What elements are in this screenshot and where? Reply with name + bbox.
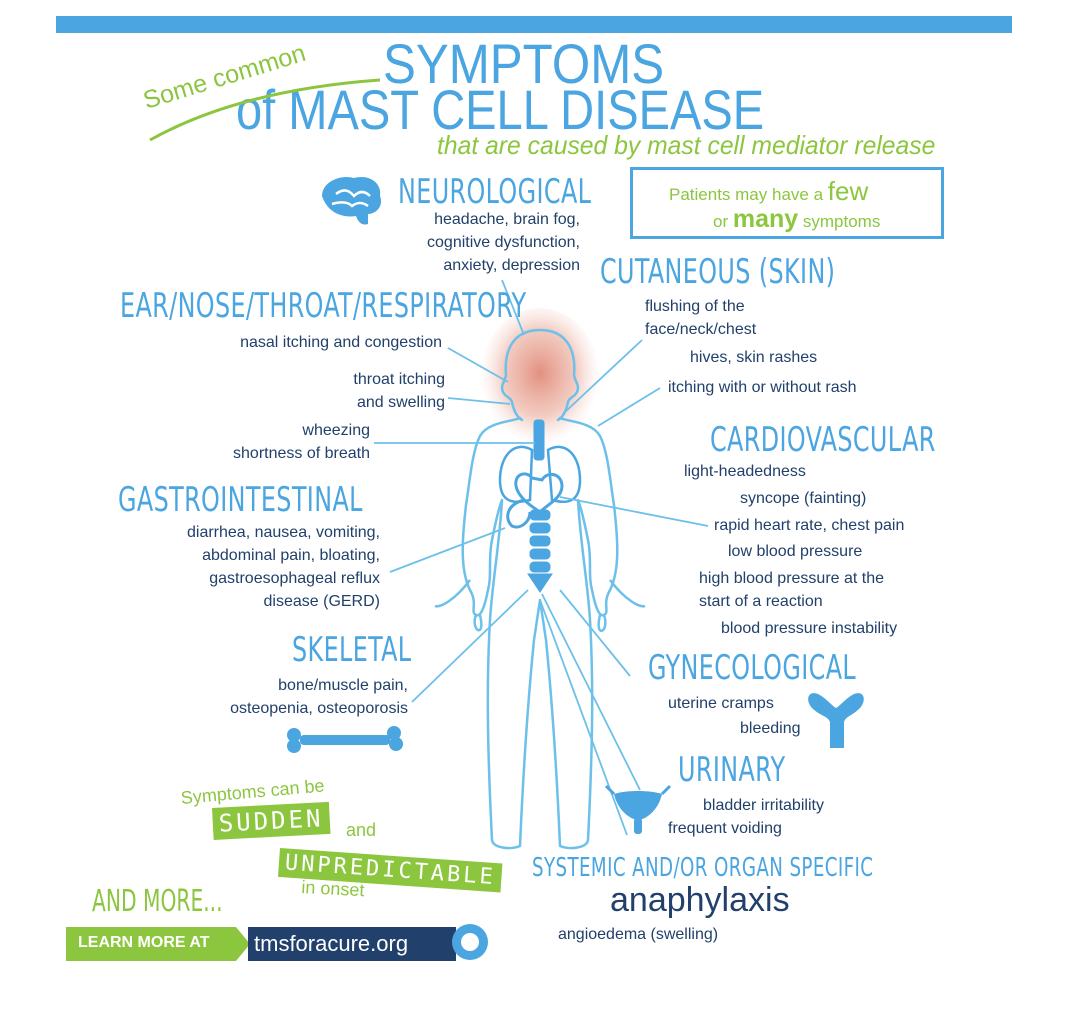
skin-flush: flushing of the face/neck/chest: [645, 295, 756, 341]
category-gynecological: GYNECOLOGICAL: [648, 648, 857, 688]
brain-icon: [322, 176, 382, 225]
title-line1: SYMPTOMS: [383, 32, 665, 95]
callout-text: Patients may have a: [669, 185, 828, 204]
category-skeletal: SKELETAL: [292, 630, 412, 670]
category-ent: EAR/NOSE/THROAT/RESPIRATORY: [120, 286, 527, 326]
ent-wheeze: wheezing shortness of breath: [170, 419, 370, 465]
learn-more-banner: LEARN MORE AT: [66, 927, 236, 961]
symptom-item: throat itching: [353, 371, 445, 388]
top-bar: [56, 16, 1012, 33]
category-urinary: URINARY: [678, 750, 786, 790]
symptom-item: headache, brain fog,: [434, 211, 580, 228]
organs: [498, 419, 582, 593]
symptom-item: gastroesophageal reflux: [209, 570, 380, 587]
symptom-item: flushing of the: [645, 298, 745, 315]
flush-area: [480, 308, 600, 452]
category-cardiovascular: CARDIOVASCULAR: [710, 420, 936, 460]
url-text[interactable]: tmsforacure.org: [254, 931, 409, 956]
and-more: AND MORE...: [92, 884, 223, 919]
callout-text-2: or: [713, 212, 733, 231]
category-systemic: SYSTEMIC AND/OR ORGAN SPECIFIC: [532, 853, 874, 883]
symptom-item: and swelling: [356, 394, 445, 411]
symptom-item: high blood pressure at the: [699, 570, 885, 587]
symptom-item: bleeding: [740, 720, 801, 737]
bone-icon: [287, 726, 403, 753]
symptom-item: start of a reaction: [699, 593, 823, 610]
bladder-icon: [604, 784, 672, 834]
symptom-item: face/neck/chest: [645, 321, 757, 338]
symptom-item: hives, skin rashes: [690, 349, 818, 366]
symptom-item: frequent voiding: [668, 820, 782, 837]
symptom-item: cognitive dysfunction,: [427, 234, 580, 251]
symptom-item: anxiety, depression: [443, 257, 580, 274]
title-line2: of MAST CELL DISEASE: [236, 78, 765, 141]
learn-more-label: LEARN MORE AT: [78, 934, 210, 951]
symptom-item: bladder irritability: [703, 797, 824, 814]
callout-text-3: symptoms: [798, 212, 881, 231]
symptom-item: light-headedness: [684, 463, 806, 480]
neuro-list: headache, brain fog, cognitive dysfuncti…: [380, 208, 580, 277]
callout-box: Patients may have a few or many symptoms: [630, 167, 944, 239]
cardio-high: high blood pressure at the start of a re…: [699, 567, 884, 613]
callout-many: many: [732, 205, 799, 233]
symptom-item: rapid heart rate, chest pain: [714, 517, 905, 534]
banner-arrow: [236, 927, 250, 961]
skeletal-list: bone/muscle pain, osteopenia, osteoporos…: [170, 674, 408, 720]
symptom-item: shortness of breath: [233, 445, 370, 462]
symptom-item: uterine cramps: [668, 695, 774, 712]
gi-list: diarrhea, nausea, vomiting, abdominal pa…: [140, 521, 380, 613]
symptom-item: wheezing: [302, 422, 370, 439]
in-onset: in onset: [300, 877, 365, 901]
symptom-item: blood pressure instability: [721, 620, 898, 637]
symptom-item: bone/muscle pain,: [278, 677, 408, 694]
title-arc: [149, 78, 381, 142]
callout-few: few: [827, 176, 869, 206]
category-gastrointestinal: GASTROINTESTINAL: [118, 480, 363, 520]
anaphylaxis-label: anaphylaxis: [610, 881, 790, 919]
tms-logo-icon: [452, 924, 488, 960]
connector-lines: [374, 279, 709, 836]
subtitle: that are caused by mast cell mediator re…: [437, 130, 936, 160]
category-cutaneous: CUTANEOUS (SKIN): [600, 252, 836, 292]
category-neurological: NEUROLOGICAL: [398, 172, 592, 212]
symptom-item: syncope (fainting): [740, 490, 867, 507]
ent-throat: throat itching and swelling: [250, 368, 445, 414]
symptom-item: osteopenia, osteoporosis: [230, 700, 408, 717]
symptom-item: nasal itching and congestion: [240, 334, 442, 351]
symptom-item: abdominal pain, bloating,: [202, 547, 380, 564]
sudden-badge: SUDDEN: [212, 801, 331, 840]
uterus-icon: [808, 693, 864, 748]
symptom-item: diarrhea, nausea, vomiting,: [187, 524, 380, 541]
sudden-and: and: [346, 820, 377, 840]
symptom-item: disease (GERD): [263, 593, 380, 610]
url-link[interactable]: tmsforacure.org: [248, 927, 456, 961]
symptom-item: itching with or without rash: [668, 379, 857, 396]
symptom-item: low blood pressure: [728, 543, 863, 560]
symptom-item: angioedema (swelling): [558, 926, 719, 943]
